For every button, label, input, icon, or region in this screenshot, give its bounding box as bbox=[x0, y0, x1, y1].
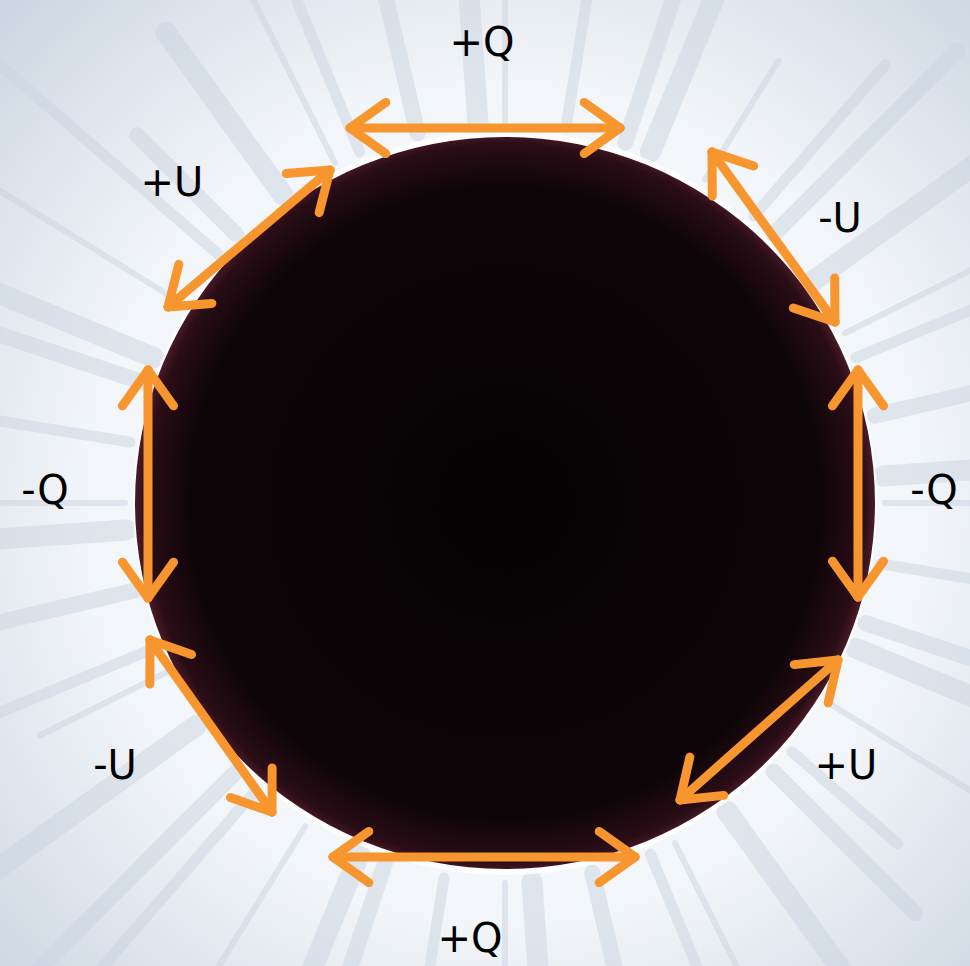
polarization-label: +U bbox=[815, 745, 878, 785]
polarization-label: +Q bbox=[450, 22, 515, 62]
arrow-stroke bbox=[599, 831, 635, 857]
moon-disc bbox=[135, 137, 875, 869]
corona-ray bbox=[237, 0, 359, 152]
arrow-stroke bbox=[350, 102, 386, 128]
corona-ray bbox=[200, 826, 305, 966]
arrow-stroke bbox=[854, 370, 863, 597]
polarization-label: -U bbox=[818, 198, 862, 238]
corona-ray bbox=[86, 790, 256, 966]
corona-ray bbox=[727, 811, 879, 966]
arrow-stroke bbox=[832, 561, 858, 597]
corona-ray bbox=[219, 0, 335, 163]
corona-ray bbox=[875, 370, 970, 416]
arrow-stroke bbox=[350, 128, 386, 154]
arrow-stroke bbox=[680, 660, 838, 800]
arrow-stroke bbox=[712, 152, 835, 322]
corona-ray bbox=[0, 648, 154, 725]
arrow-stroke bbox=[150, 640, 192, 654]
polarization-arrows bbox=[122, 102, 883, 882]
arrow-stroke bbox=[832, 370, 858, 406]
corona-ray bbox=[393, 878, 444, 966]
arrow-stroke bbox=[319, 170, 330, 213]
corona-ray bbox=[650, 854, 795, 966]
corona-ray bbox=[813, 94, 970, 281]
corona-ray bbox=[845, 163, 970, 333]
arrow-stroke bbox=[168, 303, 212, 307]
corona-ray bbox=[0, 530, 126, 553]
corona-ray bbox=[0, 725, 197, 947]
arrow-stroke bbox=[168, 264, 179, 307]
corona-ray bbox=[856, 304, 970, 358]
corona-ray bbox=[675, 843, 818, 966]
arrow-stroke bbox=[828, 660, 838, 703]
arrow-stroke bbox=[145, 640, 154, 684]
arrow-stroke bbox=[830, 278, 839, 322]
corona-ray bbox=[650, 0, 795, 152]
polarization-label: -Q bbox=[910, 470, 957, 510]
corona-ray bbox=[880, 564, 970, 596]
arrow-stroke bbox=[858, 561, 884, 597]
arrow-stroke bbox=[708, 152, 717, 196]
arrow-stroke bbox=[333, 857, 369, 883]
polarization-label: +U bbox=[141, 162, 204, 202]
arrow-stroke bbox=[680, 757, 690, 800]
arrow-stroke bbox=[144, 370, 153, 598]
arrow-stroke bbox=[584, 128, 620, 154]
arrow-stroke bbox=[793, 308, 835, 322]
corona-ray bbox=[532, 882, 546, 966]
arrow-stroke bbox=[230, 798, 272, 812]
arrow-stroke bbox=[268, 768, 277, 812]
polarization-label: +Q bbox=[438, 918, 503, 958]
corona-ray bbox=[0, 590, 135, 650]
arrow-stroke bbox=[680, 795, 724, 800]
arrow-stroke bbox=[584, 102, 620, 128]
corona-ray bbox=[502, 883, 508, 966]
corona-ray bbox=[10, 772, 236, 966]
arrow-stroke bbox=[794, 660, 838, 665]
corona-ray bbox=[0, 420, 130, 442]
polarization-label: -U bbox=[93, 745, 137, 785]
arrow-stroke bbox=[599, 857, 635, 883]
arrow-stroke bbox=[858, 370, 884, 406]
arrow-stroke bbox=[150, 640, 272, 812]
arrow-stroke bbox=[350, 124, 620, 133]
arrow-stroke bbox=[122, 562, 148, 598]
arrow-stroke bbox=[286, 170, 330, 174]
arrow-stroke bbox=[712, 152, 754, 166]
arrow-stroke bbox=[148, 562, 174, 598]
corona-ray bbox=[137, 135, 236, 234]
arrow-stroke bbox=[148, 370, 174, 406]
arrow-stroke bbox=[122, 370, 148, 406]
corona-glow bbox=[133, 131, 877, 875]
polarization-label: -Q bbox=[21, 470, 68, 510]
corona-ray bbox=[330, 0, 417, 133]
arrow-stroke bbox=[333, 853, 635, 862]
corona-ray bbox=[592, 873, 624, 966]
arrow-stroke bbox=[333, 831, 369, 857]
